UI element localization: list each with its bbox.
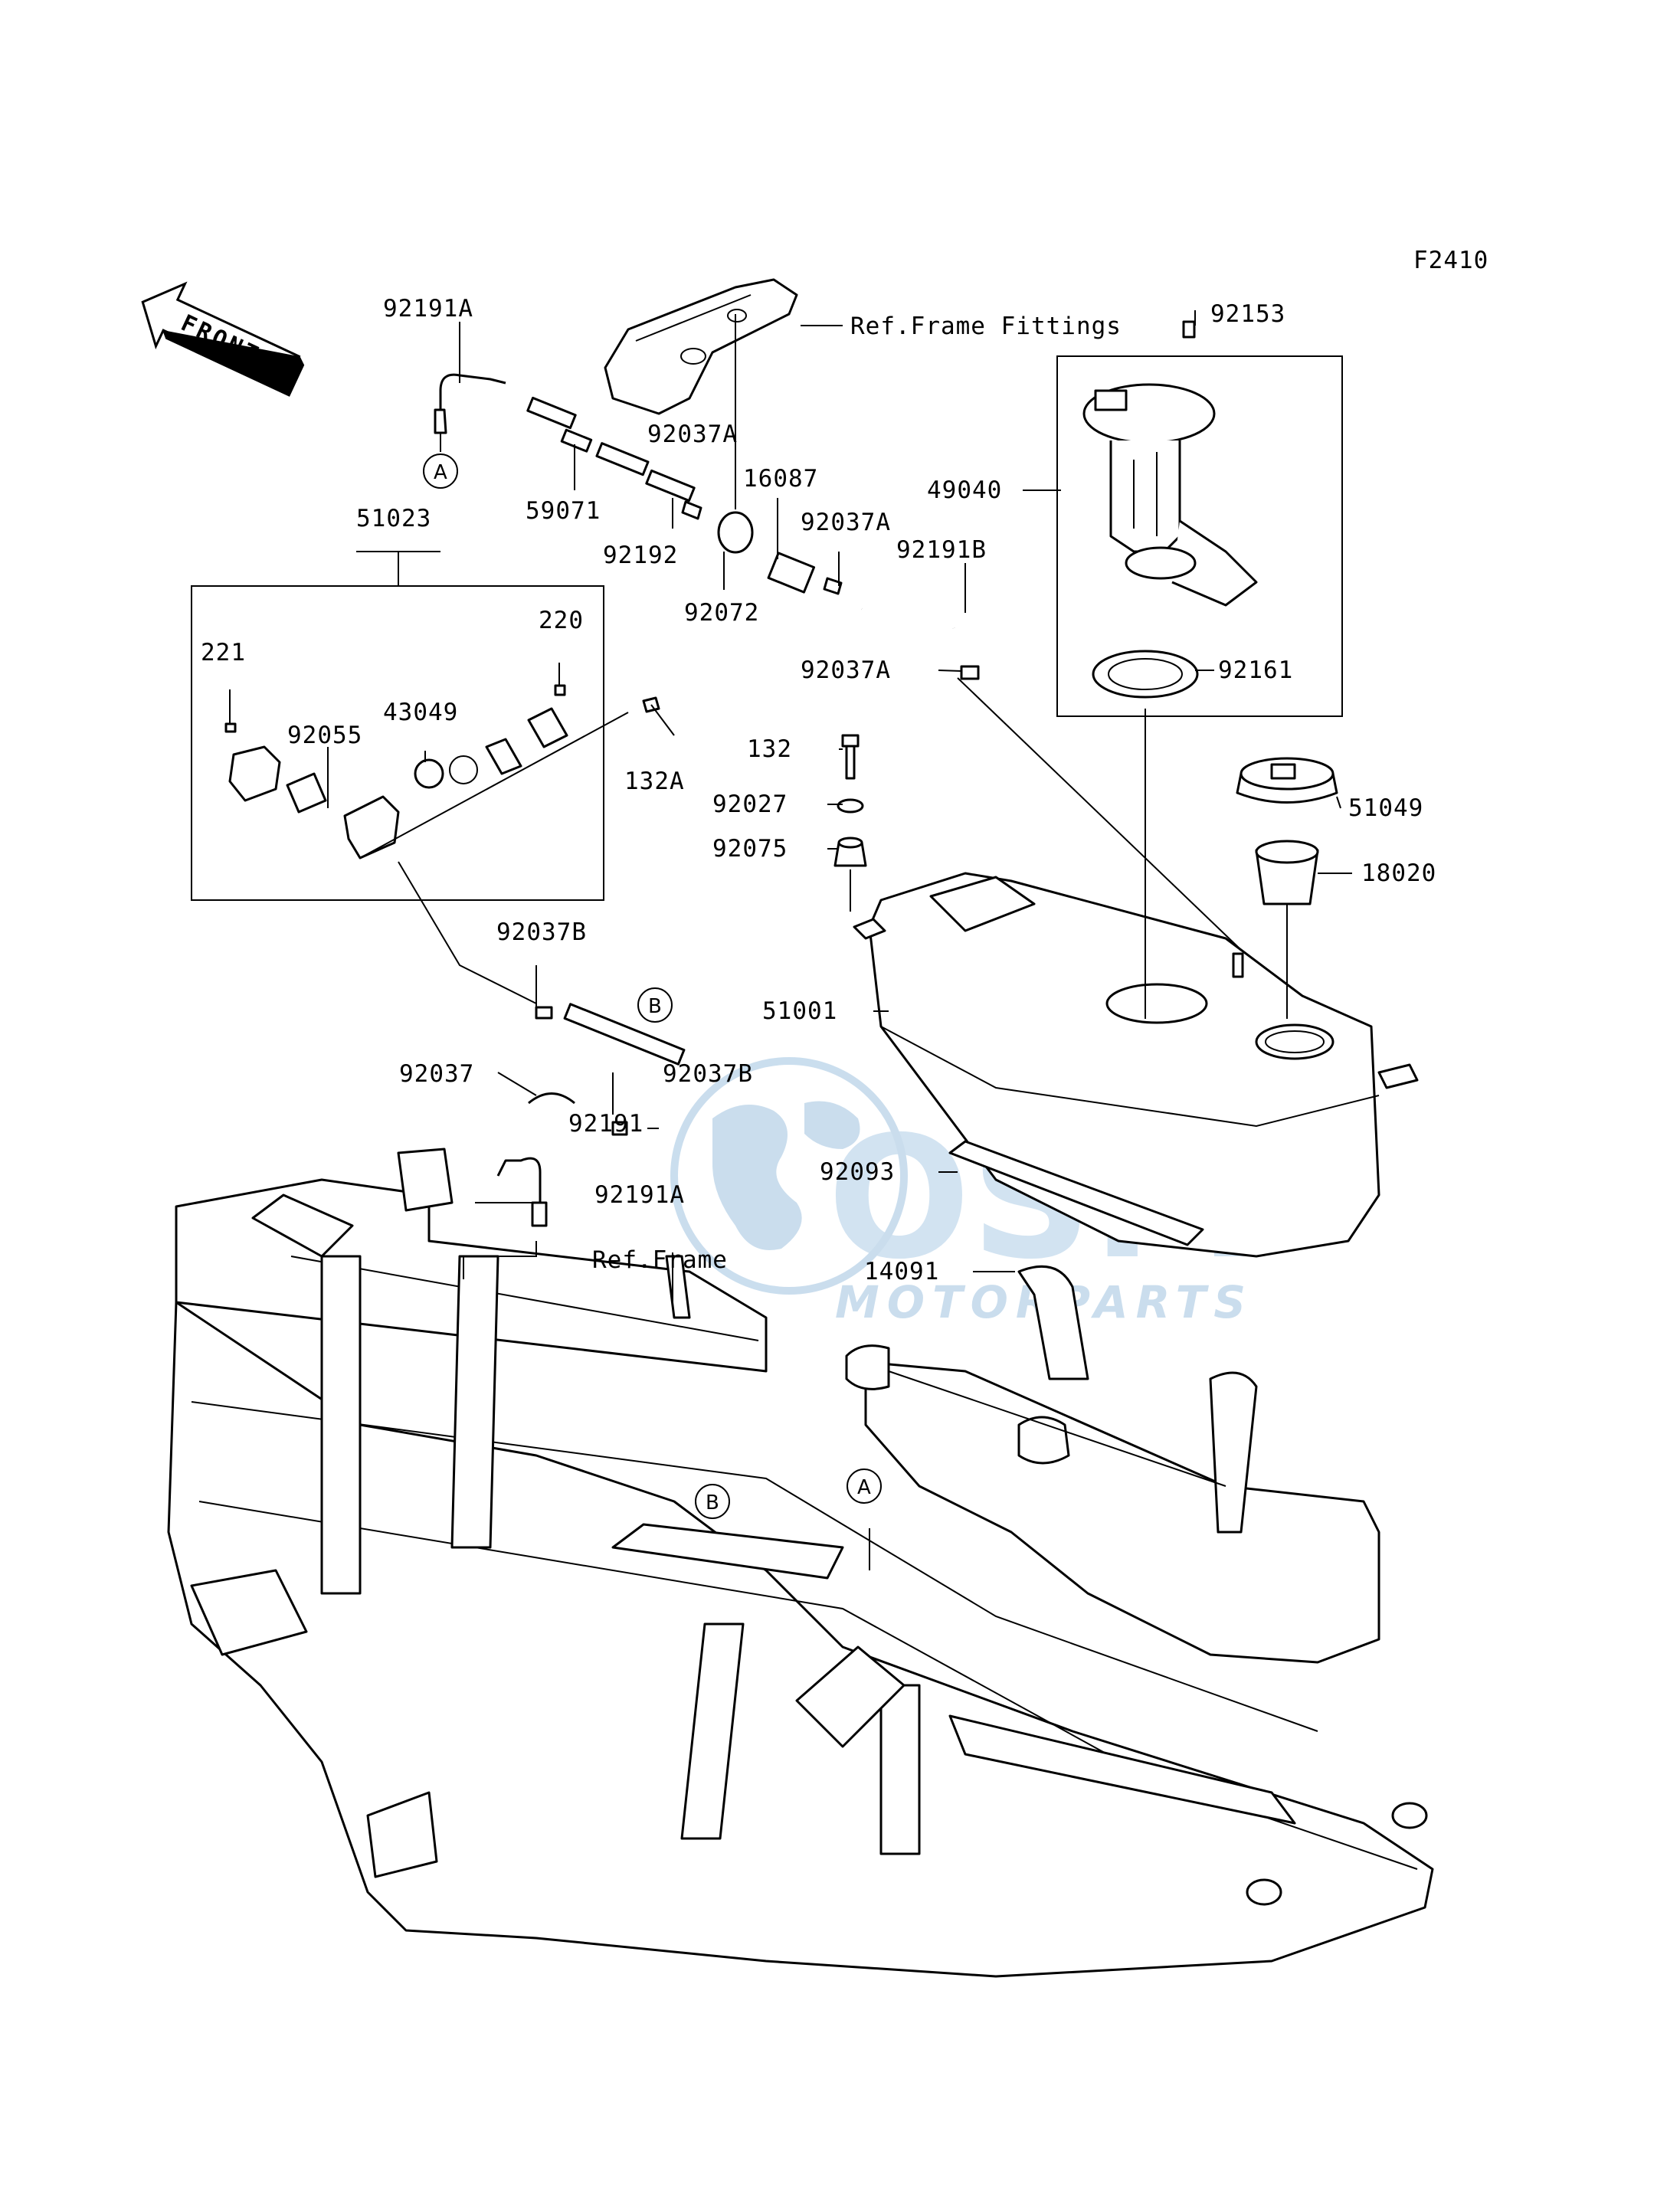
label-132A: 132A (624, 768, 685, 795)
label-92191: 92191 (568, 1110, 644, 1138)
figure-code: F2410 (1413, 247, 1488, 274)
fuel-filter (717, 511, 980, 680)
label-92093: 92093 (820, 1158, 895, 1186)
label-92072: 92072 (684, 599, 759, 627)
label-92037A-1: 92037A (647, 421, 738, 448)
callout-a-frame: A (847, 1468, 882, 1504)
label-14091: 14091 (864, 1258, 939, 1285)
ref-frame-fittings: Ref.Frame Fittings (850, 313, 1122, 340)
label-16087: 16087 (743, 465, 818, 493)
fuel-cap-51049 (1236, 757, 1338, 804)
tank-hardware (833, 734, 867, 867)
fuel-pump-module-49040 (1056, 320, 1343, 717)
pad-92093 (948, 1140, 1204, 1246)
label-51023: 51023 (356, 505, 431, 532)
tank-tray-14091 (845, 1265, 1380, 1664)
label-49040: 49040 (927, 476, 1002, 504)
vehicle-frame (167, 1148, 1434, 1978)
label-92191A-lower: 92191A (594, 1181, 685, 1209)
fuel-pump-51023-group (191, 551, 660, 1004)
svg-text:B: B (706, 1491, 719, 1514)
label-92191A-top: 92191A (383, 295, 473, 323)
svg-text:B: B (648, 995, 662, 1018)
label-92161: 92161 (1218, 656, 1293, 684)
label-92153: 92153 (1210, 300, 1285, 328)
label-92027: 92027 (712, 791, 788, 818)
filler-neck-18020 (1255, 840, 1319, 905)
label-132: 132 (747, 735, 792, 763)
label-92037A-2: 92037A (801, 509, 891, 536)
label-51001: 51001 (762, 997, 837, 1025)
label-221: 221 (201, 639, 246, 666)
label-92037B-1: 92037B (496, 918, 587, 946)
leader-lines (229, 310, 1352, 1570)
front-arrow-icon: FRONT (141, 281, 305, 397)
ref-frame: Ref.Frame (592, 1246, 728, 1274)
callout-a-top: A (423, 453, 458, 489)
label-92055: 92055 (287, 722, 362, 749)
label-43049: 43049 (383, 699, 458, 726)
svg-text:A: A (434, 461, 447, 484)
callout-b-top: B (637, 987, 673, 1023)
lower-hose-assembly (496, 1003, 686, 1227)
label-92037A-3: 92037A (801, 656, 891, 684)
label-220: 220 (539, 607, 584, 634)
callout-b-frame: B (695, 1484, 730, 1519)
frame-fittings-bracket (604, 278, 798, 444)
label-92075: 92075 (712, 835, 788, 863)
label-18020: 18020 (1361, 859, 1436, 887)
label-92192: 92192 (603, 542, 678, 569)
label-51049: 51049 (1348, 794, 1423, 822)
label-59071: 59071 (526, 497, 601, 525)
svg-text:A: A (857, 1476, 871, 1499)
label-92037: 92037 (399, 1060, 474, 1088)
label-92191B: 92191B (896, 536, 987, 564)
label-92037B-2: 92037B (663, 1060, 753, 1088)
breather-hose-assembly (434, 373, 702, 520)
